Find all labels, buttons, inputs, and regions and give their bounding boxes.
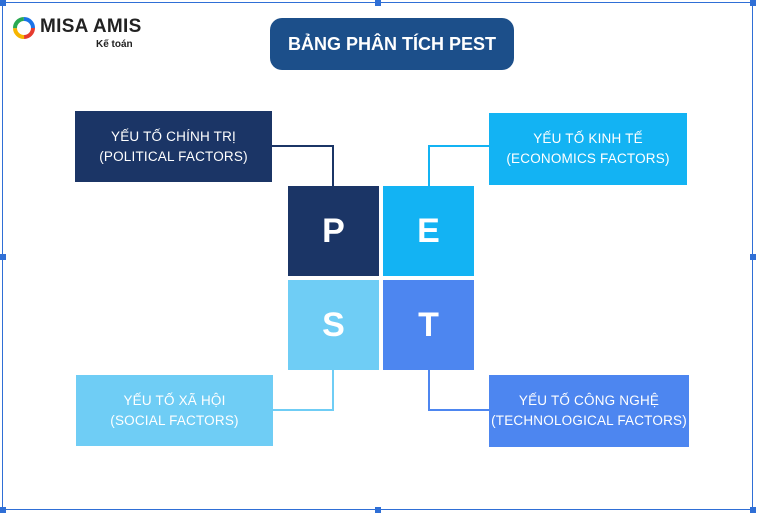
logo-name: MISA AMIS (40, 16, 142, 37)
letter-square-t: T (383, 280, 474, 370)
resize-handle-bottom-left[interactable] (0, 507, 6, 513)
factor-economic-label: YẾU TỐ KINH TẾ (533, 131, 643, 146)
factor-social-sublabel: (SOCIAL FACTORS) (110, 412, 239, 428)
connector-social (273, 370, 334, 411)
resize-handle-top-center[interactable] (375, 0, 381, 6)
misa-amis-logo: MISA AMIS Kế toán (12, 14, 142, 54)
letter-e: E (417, 211, 440, 250)
factor-political-label: YẾU TỐ CHÍNH TRỊ (111, 128, 236, 144)
letter-t: T (418, 305, 439, 344)
factor-social-label: YẾU TỐ XÃ HỘI (123, 392, 226, 408)
factor-technological-label: YẾU TỐ CÔNG NGHỆ (518, 393, 660, 408)
resize-handle-middle-left[interactable] (0, 254, 6, 260)
factor-economic-sublabel: (ECONOMICS FACTORS) (506, 151, 670, 166)
connector-political (272, 145, 334, 186)
resize-handle-middle-right[interactable] (750, 254, 756, 260)
letter-s: S (322, 305, 345, 344)
resize-handle-bottom-right[interactable] (750, 507, 756, 513)
diagram-title-text: BẢNG PHÂN TÍCH PEST (287, 33, 496, 54)
connector-technological (428, 370, 489, 411)
letter-square-e: E (383, 186, 474, 276)
misa-logo-icon (13, 17, 35, 39)
factor-box-technological: YẾU TỐ CÔNG NGHỆ (TECHNOLOGICAL FACTORS) (489, 375, 689, 447)
factor-technological-sublabel: (TECHNOLOGICAL FACTORS) (491, 413, 687, 428)
diagram-title: BẢNG PHÂN TÍCH PEST (270, 18, 514, 70)
resize-handle-top-right[interactable] (750, 0, 756, 6)
logo-subtitle: Kế toán (96, 39, 133, 50)
connector-economic (428, 145, 489, 186)
letter-square-p: P (288, 186, 379, 276)
factor-box-economic: YẾU TỐ KINH TẾ (ECONOMICS FACTORS) (489, 113, 687, 185)
resize-handle-bottom-center[interactable] (375, 507, 381, 513)
letter-square-s: S (288, 280, 379, 370)
resize-handle-top-left[interactable] (0, 0, 6, 6)
factor-political-sublabel: (POLITICAL FACTORS) (99, 148, 248, 164)
factor-box-social: YẾU TỐ XÃ HỘI (SOCIAL FACTORS) (76, 375, 273, 446)
letter-p: P (322, 211, 345, 250)
factor-box-political: YẾU TỐ CHÍNH TRỊ (POLITICAL FACTORS) (75, 111, 272, 182)
